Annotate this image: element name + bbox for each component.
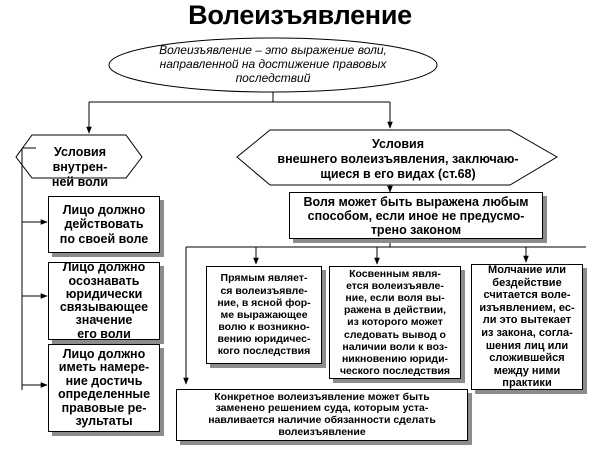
page-title: Волеизъявление — [188, 0, 412, 30]
internal-condition-1: Лицо должно действовать по своей воле — [48, 196, 160, 253]
internal-condition-2: Лицо должно осознавать юридически связыв… — [48, 260, 160, 341]
internal-hexagon — [15, 134, 143, 179]
internal-condition-3-text: Лицо должно иметь намере- ние достичь оп… — [57, 346, 151, 428]
definition-text: Волеизъявление – это выражение воли, нап… — [159, 43, 387, 86]
indirect-expression-text: Косвенным явля- ется волеизъявле- ние, е… — [339, 267, 451, 378]
court-decision-text: Конкретное волеизъявление может быть зам… — [208, 390, 436, 438]
court-decision-box: Конкретное волеизъявление может быть зам… — [176, 389, 468, 441]
direct-expression-text: Прямым являет- ся волеизъявле- ние, в яс… — [217, 272, 311, 358]
internal-condition-2-text: Лицо должно осознавать юридически связыв… — [59, 260, 149, 341]
silence-text: Молчание или бездействие считается воле-… — [479, 264, 575, 390]
external-heading: Условия внешнего волеизъявления, заключа… — [277, 137, 519, 181]
any-form-text: Воля может быть выражена любым способом,… — [303, 194, 529, 237]
external-hexagon — [236, 129, 558, 186]
silence-box: Молчание или бездействие считается воле-… — [471, 264, 583, 390]
internal-condition-3: Лицо должно иметь намере- ние достичь оп… — [48, 344, 160, 432]
internal-heading: Условия внутрен- ней воли — [51, 145, 109, 189]
indirect-expression-box: Косвенным явля- ется волеизъявле- ние, е… — [329, 266, 461, 379]
any-form-box: Воля может быть выражена любым способом,… — [289, 192, 543, 239]
internal-condition-1-text: Лицо должно действовать по своей воле — [59, 203, 149, 246]
direct-expression-box: Прямым являет- ся волеизъявле- ние, в яс… — [206, 266, 322, 364]
